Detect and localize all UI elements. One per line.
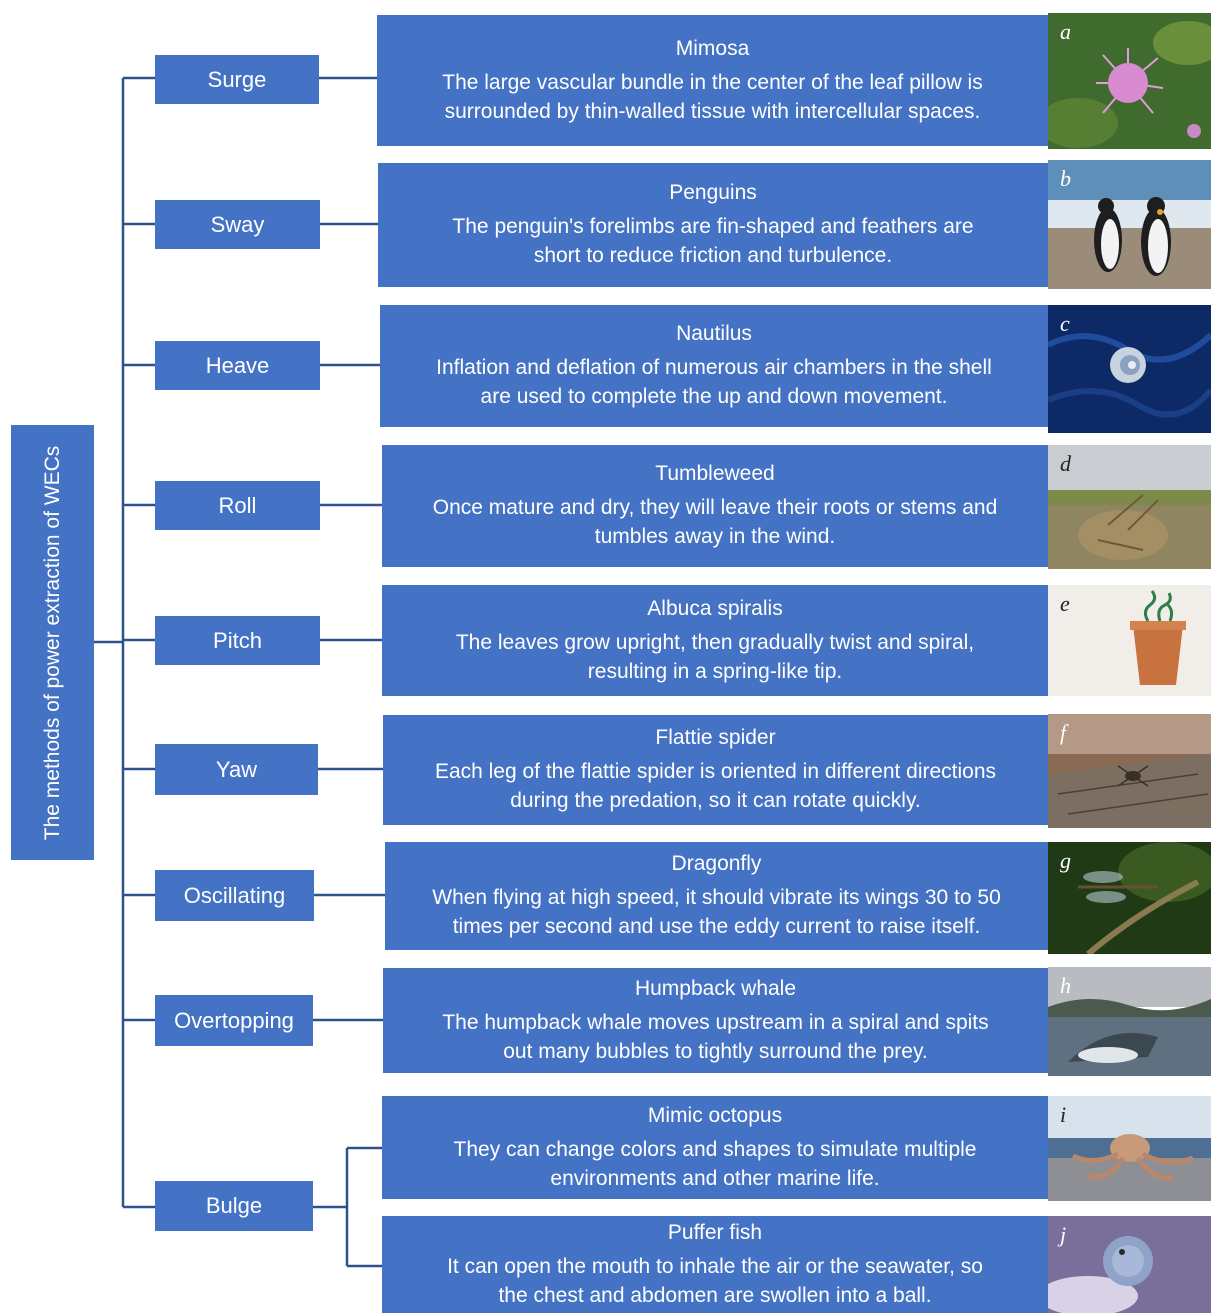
organism-description-line: during the predation, so it can rotate q…	[510, 789, 921, 812]
method-label: Surge	[207, 66, 267, 92]
albuca-photo: e	[1048, 585, 1211, 696]
method-heave: Heave	[155, 341, 320, 390]
photo-label-j: j	[1060, 1222, 1067, 1247]
organism-description-line: out many bubbles to tightly surround the…	[503, 1039, 928, 1063]
organism-box-puffer-fish: Puffer fish It can open the mouth to inh…	[382, 1216, 1048, 1313]
organism-title: Tumbleweed	[655, 462, 775, 485]
penguins-photo: b	[1048, 160, 1211, 289]
method-label: Overtopping	[174, 1007, 294, 1033]
organism-description-line: It can open the mouth to inhale the air …	[447, 1254, 983, 1278]
method-bulge: Bulge	[155, 1181, 313, 1231]
method-yaw: Yaw	[155, 744, 318, 795]
method-label: Heave	[205, 352, 270, 378]
organism-box-flattie-spider: Flattie spider Each leg of the flattie s…	[383, 715, 1048, 825]
organism-title: Mimosa	[675, 36, 750, 60]
mimosa-photo: a	[1048, 13, 1211, 149]
organism-box-mimic-octopus: Mimic octopus They can change colors and…	[382, 1096, 1048, 1199]
method-label: Sway	[210, 211, 265, 237]
root-label: The methods of power extraction of WECs	[40, 445, 64, 840]
photo-label-b: b	[1060, 166, 1071, 191]
photo-label-f: f	[1060, 720, 1067, 745]
organism-description-line: are used to complete the up and down mov…	[480, 385, 948, 408]
tumbleweed-photo: d	[1048, 445, 1211, 569]
humpback-whale-photo: h	[1048, 967, 1211, 1076]
organism-box-albuca: Albuca spiralis The leaves grow upright,…	[382, 585, 1048, 696]
organism-description-line: The humpback whale moves upstream in a s…	[442, 1010, 989, 1034]
organism-title: Flattie spider	[655, 726, 776, 749]
organism-description-line: When flying at high speed, it should vib…	[432, 886, 1001, 909]
photo-label-g: g	[1060, 848, 1071, 873]
flattie-spider-photo: f	[1048, 714, 1211, 828]
organism-description-line: times per second and use the eddy curren…	[452, 915, 981, 938]
organism-description-line: Once mature and dry, they will leave the…	[432, 496, 998, 519]
organism-title: Mimic octopus	[647, 1103, 783, 1127]
root-node: The methods of power extraction of WECs	[11, 425, 94, 860]
method-overtopping: Overtopping	[155, 995, 313, 1046]
organism-description-line: They can change colors and shapes to sim…	[453, 1137, 977, 1161]
method-label: Bulge	[205, 1193, 263, 1218]
organism-box-mimosa: Mimosa The large vascular bundle in the …	[377, 15, 1048, 146]
organism-title: Puffer fish	[667, 1220, 763, 1244]
photo-label-d: d	[1060, 451, 1071, 476]
organism-description-line: The leaves grow upright, then gradually …	[455, 630, 975, 654]
method-pitch: Pitch	[155, 616, 320, 665]
organism-title: Penguins	[669, 181, 757, 204]
method-oscillating: Oscillating	[155, 870, 314, 921]
organism-description-line: The large vascular bundle in the center …	[442, 70, 983, 94]
puffer-fish-photo: j	[1048, 1216, 1211, 1313]
organism-description-line: environments and other marine life.	[550, 1166, 880, 1190]
method-label: Oscillating	[183, 882, 286, 908]
organism-description-line: The penguin's forelimbs are fin-shaped a…	[452, 215, 974, 238]
method-sway: Sway	[155, 200, 320, 249]
organism-description-line: short to reduce friction and turbulence.	[533, 244, 893, 267]
method-label: Pitch	[213, 627, 262, 653]
nautilus-photo: c	[1048, 305, 1211, 433]
organism-box-penguins: Penguins The penguin's forelimbs are fin…	[378, 163, 1048, 287]
photo-label-a: a	[1060, 19, 1071, 44]
organism-description-line: surrounded by thin-walled tissue with in…	[444, 99, 981, 123]
organism-box-humpback-whale: Humpback whale The humpback whale moves …	[383, 968, 1048, 1073]
organism-box-nautilus: Nautilus Inflation and deflation of nume…	[380, 305, 1048, 427]
organism-description-line: Each leg of the flattie spider is orient…	[434, 760, 997, 783]
organism-box-tumbleweed: Tumbleweed Once mature and dry, they wil…	[382, 445, 1048, 567]
photo-label-c: c	[1060, 311, 1070, 336]
method-surge: Surge	[155, 55, 319, 104]
organism-description-line: tumbles away in the wind.	[594, 525, 836, 548]
organism-description-line: Inflation and deflation of numerous air …	[436, 356, 992, 379]
organism-description-line: the chest and abdomen are swollen into a…	[498, 1283, 932, 1307]
dragonfly-photo: g	[1048, 842, 1211, 954]
organism-title: Albuca spiralis	[647, 596, 783, 620]
method-roll: Roll	[155, 481, 320, 530]
organism-title: Humpback whale	[634, 976, 797, 1000]
organism-box-dragonfly: Dragonfly When flying at high speed, it …	[385, 842, 1048, 950]
method-label: Roll	[218, 492, 257, 518]
photo-label-i: i	[1060, 1102, 1067, 1127]
organism-title: Dragonfly	[671, 852, 762, 875]
method-label: Yaw	[215, 756, 258, 782]
photo-label-e: e	[1060, 591, 1070, 616]
photo-label-h: h	[1060, 973, 1071, 998]
organism-description-line: resulting in a spring-like tip.	[587, 659, 843, 683]
organism-title: Nautilus	[676, 322, 752, 345]
mimic-octopus-photo: i	[1048, 1096, 1211, 1201]
